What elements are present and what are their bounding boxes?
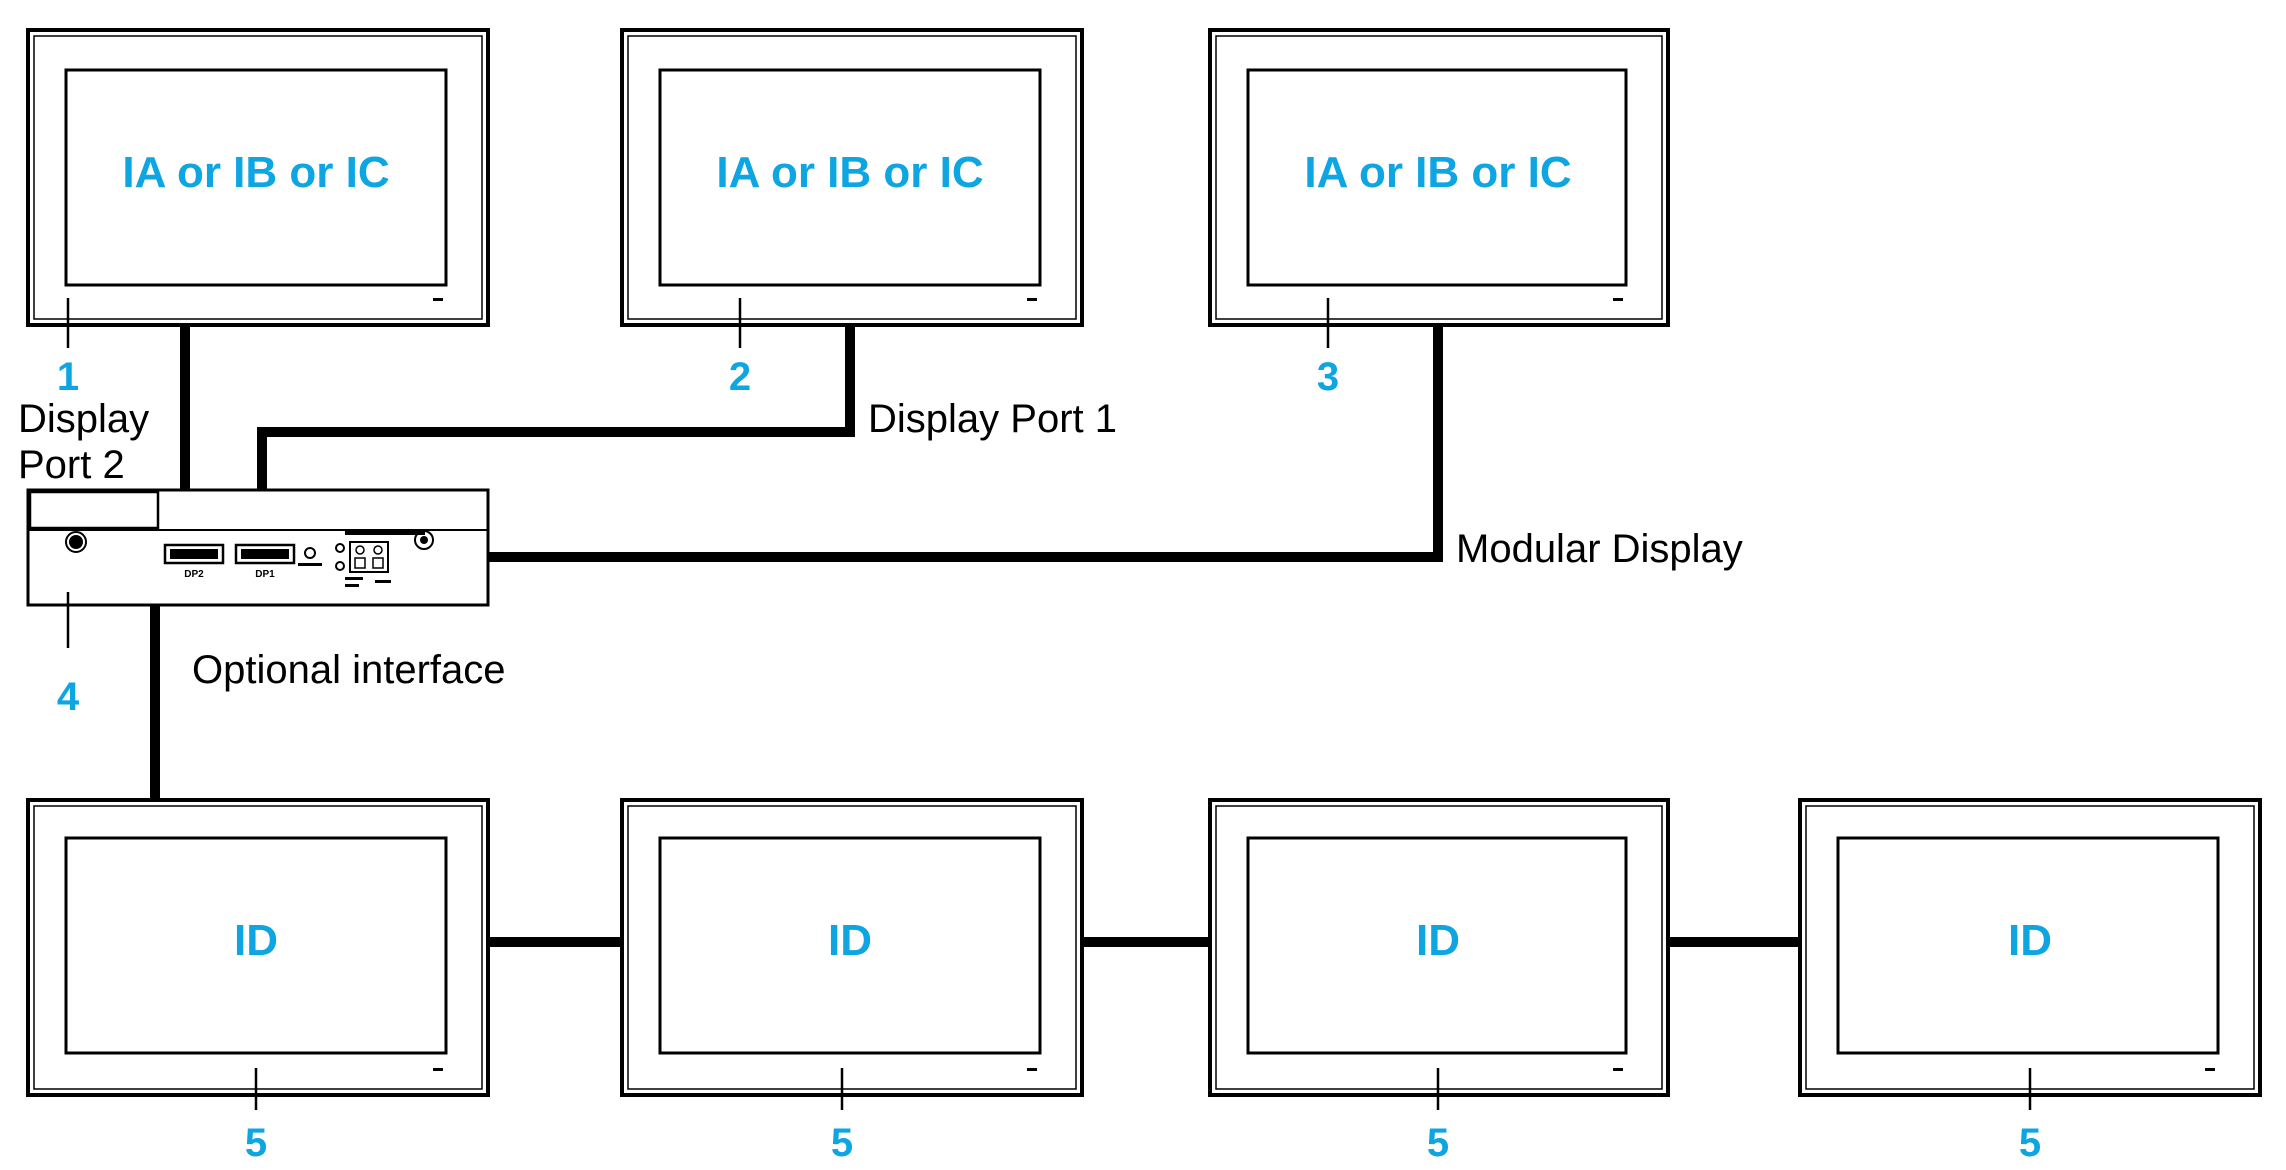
ground-screw-icon — [414, 530, 434, 550]
monitor-5d: ID 5 — [1798, 798, 2262, 1165]
monitor-3: IA or IB or IC 3 — [1208, 28, 1670, 399]
label-display-port-1: Display Port 1 — [868, 397, 1117, 441]
monitor-5a-callout: 5 — [245, 1121, 267, 1165]
monitor-5c-callout: 5 — [1427, 1121, 1449, 1165]
monitor-5b-callout: 5 — [831, 1121, 853, 1165]
reset-icon — [304, 547, 316, 559]
monitor-1-callout: 1 — [57, 355, 79, 399]
box-pc-callout: 4 — [57, 675, 80, 719]
label-display-port-2-line1: Display — [18, 397, 149, 441]
led-icon — [335, 543, 345, 553]
label-optional-interface: Optional interface — [192, 648, 506, 692]
cable-modular-display — [488, 325, 1443, 562]
monitor-1-screen-text: IA or IB or IC — [122, 148, 389, 197]
port-dp2-label: DP2 — [184, 569, 204, 580]
port-dp1-label: DP1 — [255, 569, 275, 580]
monitor-5b: ID 5 — [620, 798, 1084, 1165]
monitor-3-screen-text: IA or IB or IC — [1304, 148, 1571, 197]
monitor-1: IA or IB or IC 1 — [26, 28, 490, 399]
label-display-port-2-line2: Port 2 — [18, 443, 125, 487]
monitor-5d-callout: 5 — [2019, 1121, 2041, 1165]
monitor-5a: ID 5 — [26, 798, 490, 1165]
monitor-2: IA or IB or IC 2 — [620, 28, 1084, 399]
label-modular-display: Modular Display — [1456, 527, 1743, 571]
monitor-3-callout: 3 — [1317, 355, 1339, 399]
monitor-2-screen-text: IA or IB or IC — [716, 148, 983, 197]
monitor-5c: ID 5 — [1208, 798, 1670, 1165]
box-pc: DP2 DP1 4 — [26, 488, 490, 719]
power-button-icon — [69, 535, 83, 549]
monitor-5a-screen-text: ID — [234, 916, 278, 965]
monitor-5d-screen-text: ID — [2008, 916, 2052, 965]
monitor-5c-screen-text: ID — [1416, 916, 1460, 965]
monitor-2-callout: 2 — [729, 355, 751, 399]
monitor-5b-screen-text: ID — [828, 916, 872, 965]
